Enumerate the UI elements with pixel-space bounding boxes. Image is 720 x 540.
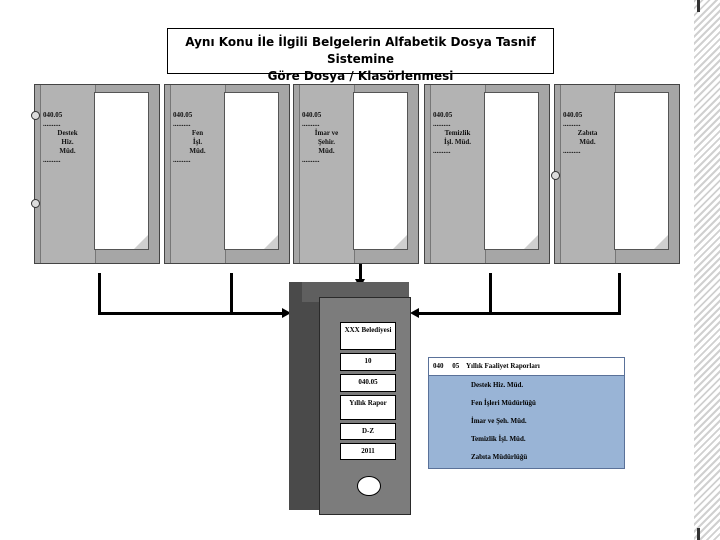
title-line-1: Aynı Konu İle İlgili Belgelerin Alfabeti…: [185, 35, 536, 66]
folder-unit: Müd.: [579, 138, 596, 146]
folder-label: 040.05 .......... Zabıta Müd. ..........: [561, 111, 614, 156]
folder-unit: Fen: [191, 129, 204, 137]
folder-code: 040.05: [563, 111, 583, 119]
table-header: 040 05 Yıllık Faaliyet Raporları: [429, 358, 624, 376]
corner-mark-top: [697, 0, 700, 12]
folder-unit: Müd.: [189, 147, 206, 155]
cabinet-label: Yıllık Rapor: [340, 395, 396, 420]
folder-label: 040.05 .......... Destek Hiz. Müd. .....…: [41, 111, 94, 165]
folder-label: 040.05 .......... Temizlik İşl. Müd. ...…: [431, 111, 484, 156]
folder-code: 040.05: [302, 111, 322, 119]
table-row: Destek Hiz. Müd.: [471, 381, 524, 389]
folder-imar: 040.05 .......... İmar ve Şehir. Müd. ..…: [293, 84, 419, 264]
connector-line: [98, 273, 101, 315]
corner-mark-bottom: [697, 528, 700, 540]
connector-line: [418, 312, 621, 315]
table-row: Temizlik İşl. Müd.: [471, 435, 526, 443]
folder-code: 040.05: [43, 111, 63, 119]
binder-ring: [31, 111, 40, 120]
binder-ring: [551, 171, 560, 180]
page-curl: [264, 235, 278, 249]
table-row: İmar ve Şeh. Müd.: [471, 417, 527, 425]
folder-unit: Müd.: [59, 147, 76, 155]
connector-line: [359, 264, 362, 281]
folder-spine: [299, 85, 355, 263]
folder-paper: [614, 92, 669, 250]
page-curl: [654, 235, 668, 249]
table-row: Fen İşleri Müdürlüğü: [471, 399, 536, 407]
folder-destek: 040.05 .......... Destek Hiz. Müd. .....…: [31, 84, 160, 264]
folder-fen: 040.05 .......... Fen İşl. Müd. ........…: [164, 84, 290, 264]
folder-temizlik: 040.05 .......... Temizlik İşl. Müd. ...…: [424, 84, 550, 264]
cabinet-handle: [357, 476, 381, 496]
folder-dots: ..........: [433, 120, 451, 128]
title-line-2: Göre Dosya / Klasörlenmesi: [267, 69, 454, 83]
cabinet-label: 10: [340, 353, 396, 371]
folder-paper: [94, 92, 149, 250]
folder-unit: İşl. Müd.: [443, 138, 472, 146]
cabinet-labels: XXX Belediyesi 10 040.05 Yıllık Rapor D-…: [340, 322, 396, 463]
folder-dots: ..........: [302, 120, 320, 128]
folder-dots: ..........: [43, 120, 61, 128]
folder-dots: ..........: [173, 120, 191, 128]
decorative-edge: [694, 0, 720, 540]
folder-code: 040.05: [433, 111, 453, 119]
folder-dots: ..........: [433, 147, 451, 155]
folder-dots: ..........: [173, 156, 191, 164]
table-row: Zabıta Müdürlüğü: [471, 453, 528, 461]
cabinet-label: 2011: [340, 443, 396, 460]
cabinet-label: D-Z: [340, 423, 396, 440]
folder-unit: Temizlik: [444, 129, 471, 137]
connector-line: [98, 312, 283, 315]
folder-label: 040.05 .......... İmar ve Şehir. Müd. ..…: [300, 111, 353, 165]
folder-unit: İmar ve: [314, 129, 339, 137]
folder-unit: İşl.: [192, 138, 203, 146]
folder-dots: ..........: [563, 147, 581, 155]
cabinet-label: 040.05: [340, 374, 396, 392]
folder-dots: ..........: [563, 120, 581, 128]
folder-unit: Zabıta: [577, 129, 598, 137]
folder-spine: [430, 85, 486, 263]
folder-label: 040.05 .......... Fen İşl. Müd. ........…: [171, 111, 224, 165]
folder-unit: Müd.: [318, 147, 335, 155]
connector-line: [618, 273, 621, 315]
arrow-left-icon: [410, 308, 419, 318]
diagram-title: Aynı Konu İle İlgili Belgelerin Alfabeti…: [167, 28, 554, 83]
folder-spine: [560, 85, 616, 263]
arrow-right-icon: [282, 308, 291, 318]
folder-code: 040.05: [173, 111, 193, 119]
folder-dots: ..........: [43, 156, 61, 164]
page-curl: [134, 235, 148, 249]
folder-dots: ..........: [302, 156, 320, 164]
binder-ring: [31, 199, 40, 208]
connector-line: [489, 273, 492, 315]
folder-unit: Şehir.: [317, 138, 336, 146]
cabinet-label: XXX Belediyesi: [340, 322, 396, 350]
folder-zabita: 040.05 .......... Zabıta Müd. ..........: [551, 84, 680, 264]
folder-paper: [224, 92, 279, 250]
report-table: 040 05 Yıllık Faaliyet Raporları Destek …: [428, 357, 625, 469]
folder-paper: [353, 92, 408, 250]
folder-unit: Hiz.: [61, 138, 74, 146]
folder-paper: [484, 92, 539, 250]
page-curl: [393, 235, 407, 249]
folder-unit: Destek: [57, 129, 78, 137]
folder-spine: [170, 85, 226, 263]
page-curl: [524, 235, 538, 249]
connector-line: [230, 273, 233, 315]
